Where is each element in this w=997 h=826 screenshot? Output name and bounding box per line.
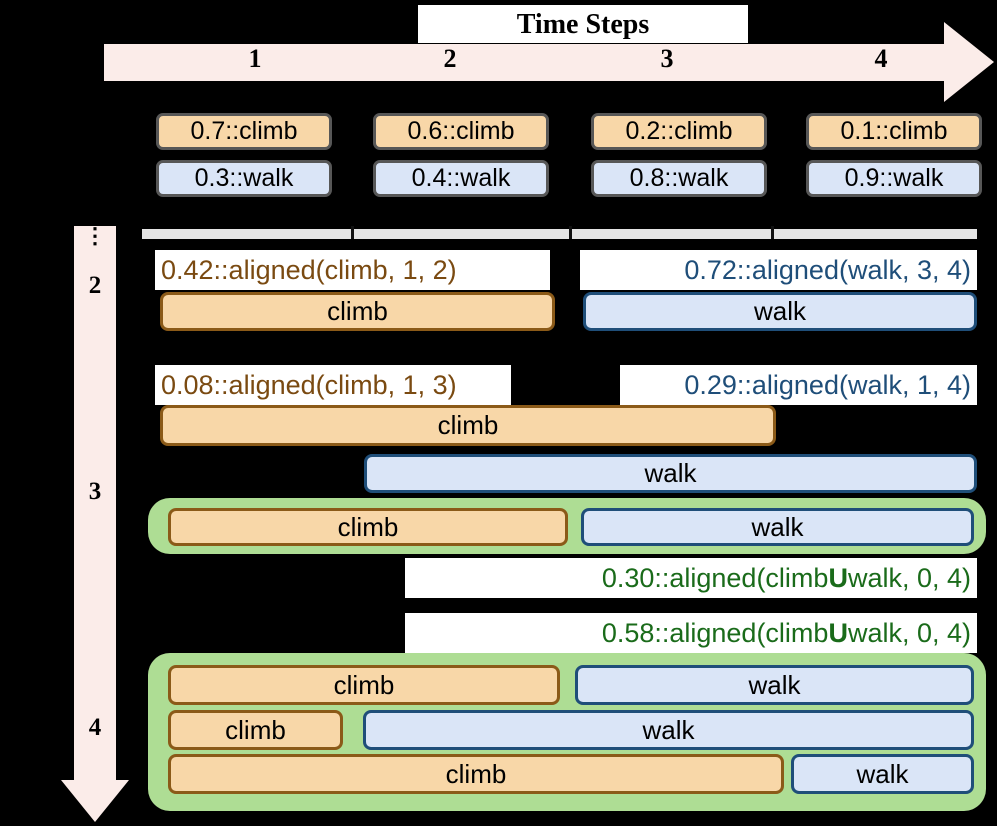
atom-walk-t1[interactable]: 0.3::walk (156, 160, 332, 197)
formula-union-0-4-level4: 0.58::aligned(climb U walk, 0, 4) (405, 613, 977, 653)
atom-climb-t2[interactable]: 0.6::climb (373, 113, 549, 150)
time-tick-3: 3 (660, 44, 674, 73)
depth-arrow-head (61, 780, 129, 822)
atom-walk-t3[interactable]: 0.8::walk (591, 160, 767, 197)
bar-climb-level4-row1[interactable]: climb (168, 665, 560, 705)
bar-walk-level3[interactable]: walk (364, 454, 977, 493)
union-suffix-level4: walk, 0, 4) (847, 617, 971, 648)
formula-aligned-walk-3-4: 0.72::aligned(walk, 3, 4) (580, 250, 977, 290)
formula-aligned-climb-1-3: 0.08::aligned(climb, 1, 3) (155, 365, 511, 405)
time-tick-4: 4 (874, 44, 888, 73)
bar-climb-level4-row3[interactable]: climb (168, 754, 784, 794)
depth-level-3: 3 (88, 478, 102, 505)
bar-walk-level3-highlight[interactable]: walk (581, 508, 974, 546)
depth-ellipsis: ⋮ (84, 223, 106, 248)
atom-walk-t2[interactable]: 0.4::walk (373, 160, 549, 197)
union-symbol-level4: U (828, 617, 848, 648)
bar-walk-level2[interactable]: walk (583, 292, 977, 331)
atom-walk-t4[interactable]: 0.9::walk (806, 160, 982, 197)
time-tick-1: 1 (248, 44, 262, 73)
bar-climb-level2[interactable]: climb (160, 292, 555, 331)
time-tick-2: 2 (443, 44, 457, 73)
union-symbol-level3: U (828, 562, 848, 593)
depth-level-2: 2 (88, 272, 102, 299)
bar-climb-level3[interactable]: climb (160, 405, 776, 446)
union-prefix-level4: 0.58::aligned(climb (601, 617, 829, 648)
depth-arrow-shaft (74, 226, 116, 782)
ruler-tick-1 (351, 226, 354, 239)
ruler-tick-2 (569, 226, 572, 239)
union-prefix-level3: 0.30::aligned(climb (601, 562, 829, 593)
atom-climb-t1[interactable]: 0.7::climb (156, 113, 332, 150)
union-suffix-level3: walk, 0, 4) (847, 562, 971, 593)
formula-aligned-climb-1-2: 0.42::aligned(climb, 1, 2) (155, 250, 550, 290)
bar-climb-level4-row2[interactable]: climb (168, 710, 343, 750)
time-steps-title: Time Steps (418, 5, 748, 43)
time-arrow-head (944, 22, 994, 102)
timeline-ruler (142, 229, 977, 239)
atom-climb-t4[interactable]: 0.1::climb (806, 113, 982, 150)
formula-aligned-walk-1-4: 0.29::aligned(walk, 1, 4) (620, 365, 977, 405)
bar-climb-level3-highlight[interactable]: climb (168, 508, 568, 546)
bar-walk-level4-row2[interactable]: walk (363, 710, 974, 750)
time-arrow-shaft (104, 44, 949, 81)
ruler-tick-3 (771, 226, 774, 239)
bar-walk-level4-row1[interactable]: walk (575, 665, 974, 705)
depth-level-4: 4 (88, 714, 102, 741)
formula-union-0-4-level3: 0.30::aligned(climb U walk, 0, 4) (405, 558, 977, 598)
bar-walk-level4-row3[interactable]: walk (791, 754, 974, 794)
atom-climb-t3[interactable]: 0.2::climb (591, 113, 767, 150)
